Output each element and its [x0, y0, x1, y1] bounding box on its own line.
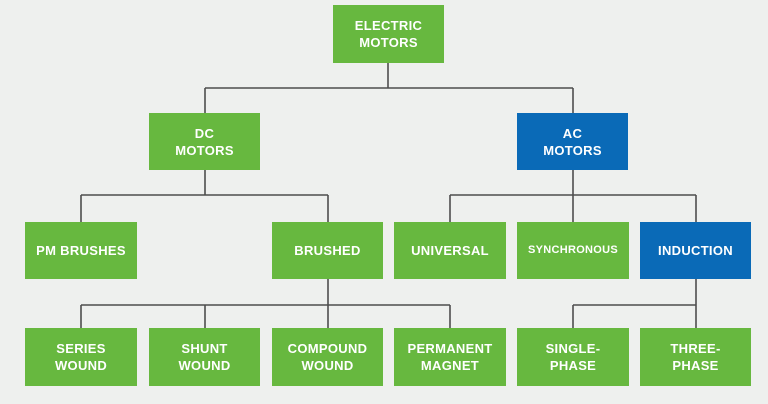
- node-ac-motors-label: AC MOTORS: [543, 125, 602, 158]
- node-series-wound: SERIES WOUND: [25, 328, 137, 386]
- node-shunt-wound: SHUNT WOUND: [149, 328, 260, 386]
- node-compound-wound-label: COMPOUND WOUND: [287, 341, 368, 373]
- node-pm-brushes: PM BRUSHES: [25, 222, 137, 279]
- node-shunt-wound-label: SHUNT WOUND: [178, 341, 231, 373]
- node-induction: INDUCTION: [640, 222, 751, 279]
- node-compound-wound: COMPOUND WOUND: [272, 328, 383, 386]
- node-permanent-magnet-label: PERMANENT MAGNET: [407, 341, 493, 373]
- node-synchronous: SYNCHRONOUS: [517, 222, 629, 279]
- node-ac-motors: AC MOTORS: [517, 113, 628, 170]
- node-series-wound-label: SERIES WOUND: [54, 341, 108, 373]
- node-single-phase-label: SINGLE- PHASE: [545, 341, 601, 373]
- node-brushed-label: BRUSHED: [294, 243, 361, 258]
- node-dc-motors-label: DC MOTORS: [175, 125, 234, 158]
- node-pm-brushes-label: PM BRUSHES: [36, 243, 126, 258]
- node-electric-motors: ELECTRIC MOTORS: [333, 5, 444, 63]
- node-universal-label: UNIVERSAL: [411, 243, 489, 258]
- node-dc-motors: DC MOTORS: [149, 113, 260, 170]
- node-three-phase: THREE- PHASE: [640, 328, 751, 386]
- node-induction-label: INDUCTION: [658, 243, 733, 258]
- node-brushed: BRUSHED: [272, 222, 383, 279]
- node-three-phase-label: THREE- PHASE: [670, 341, 721, 373]
- node-synchronous-label: SYNCHRONOUS: [527, 244, 619, 256]
- node-universal: UNIVERSAL: [394, 222, 506, 279]
- node-single-phase: SINGLE- PHASE: [517, 328, 629, 386]
- node-electric-motors-label: ELECTRIC MOTORS: [354, 18, 423, 50]
- node-permanent-magnet: PERMANENT MAGNET: [394, 328, 506, 386]
